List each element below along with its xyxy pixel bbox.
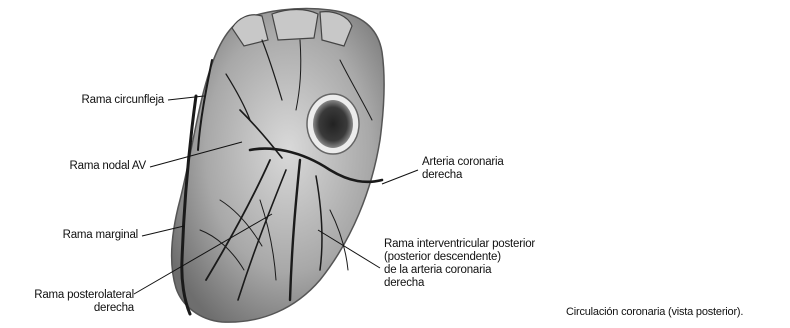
label-rama-circunfleja: Rama circunfleja bbox=[40, 94, 164, 107]
heart-shape bbox=[172, 9, 385, 323]
label-arteria-coronaria-line2: derecha bbox=[422, 169, 504, 182]
label-interventricular-line2: (posterior descendente) bbox=[384, 251, 535, 264]
label-arteria-coronaria-derecha: Arteria coronaria derecha bbox=[422, 156, 504, 182]
vein-lumen bbox=[313, 100, 353, 148]
label-rama-posterolateral: Rama posterolateral derecha bbox=[4, 289, 134, 315]
label-interventricular-line4: derecha bbox=[384, 277, 535, 290]
label-rama-posterolateral-line2: derecha bbox=[4, 302, 134, 315]
label-rama-interventricular-posterior: Rama interventricular posterior (posteri… bbox=[384, 238, 535, 290]
label-interventricular-line1: Rama interventricular posterior bbox=[384, 238, 535, 251]
label-rama-marginal: Rama marginal bbox=[22, 229, 138, 242]
label-rama-nodal-av: Rama nodal AV bbox=[24, 160, 146, 173]
label-arteria-coronaria-line1: Arteria coronaria bbox=[422, 156, 504, 169]
label-interventricular-line3: de la arteria coronaria bbox=[384, 264, 535, 277]
label-rama-posterolateral-line1: Rama posterolateral bbox=[4, 289, 134, 302]
figure-caption: Circulación coronaria (vista posterior). bbox=[566, 306, 743, 319]
